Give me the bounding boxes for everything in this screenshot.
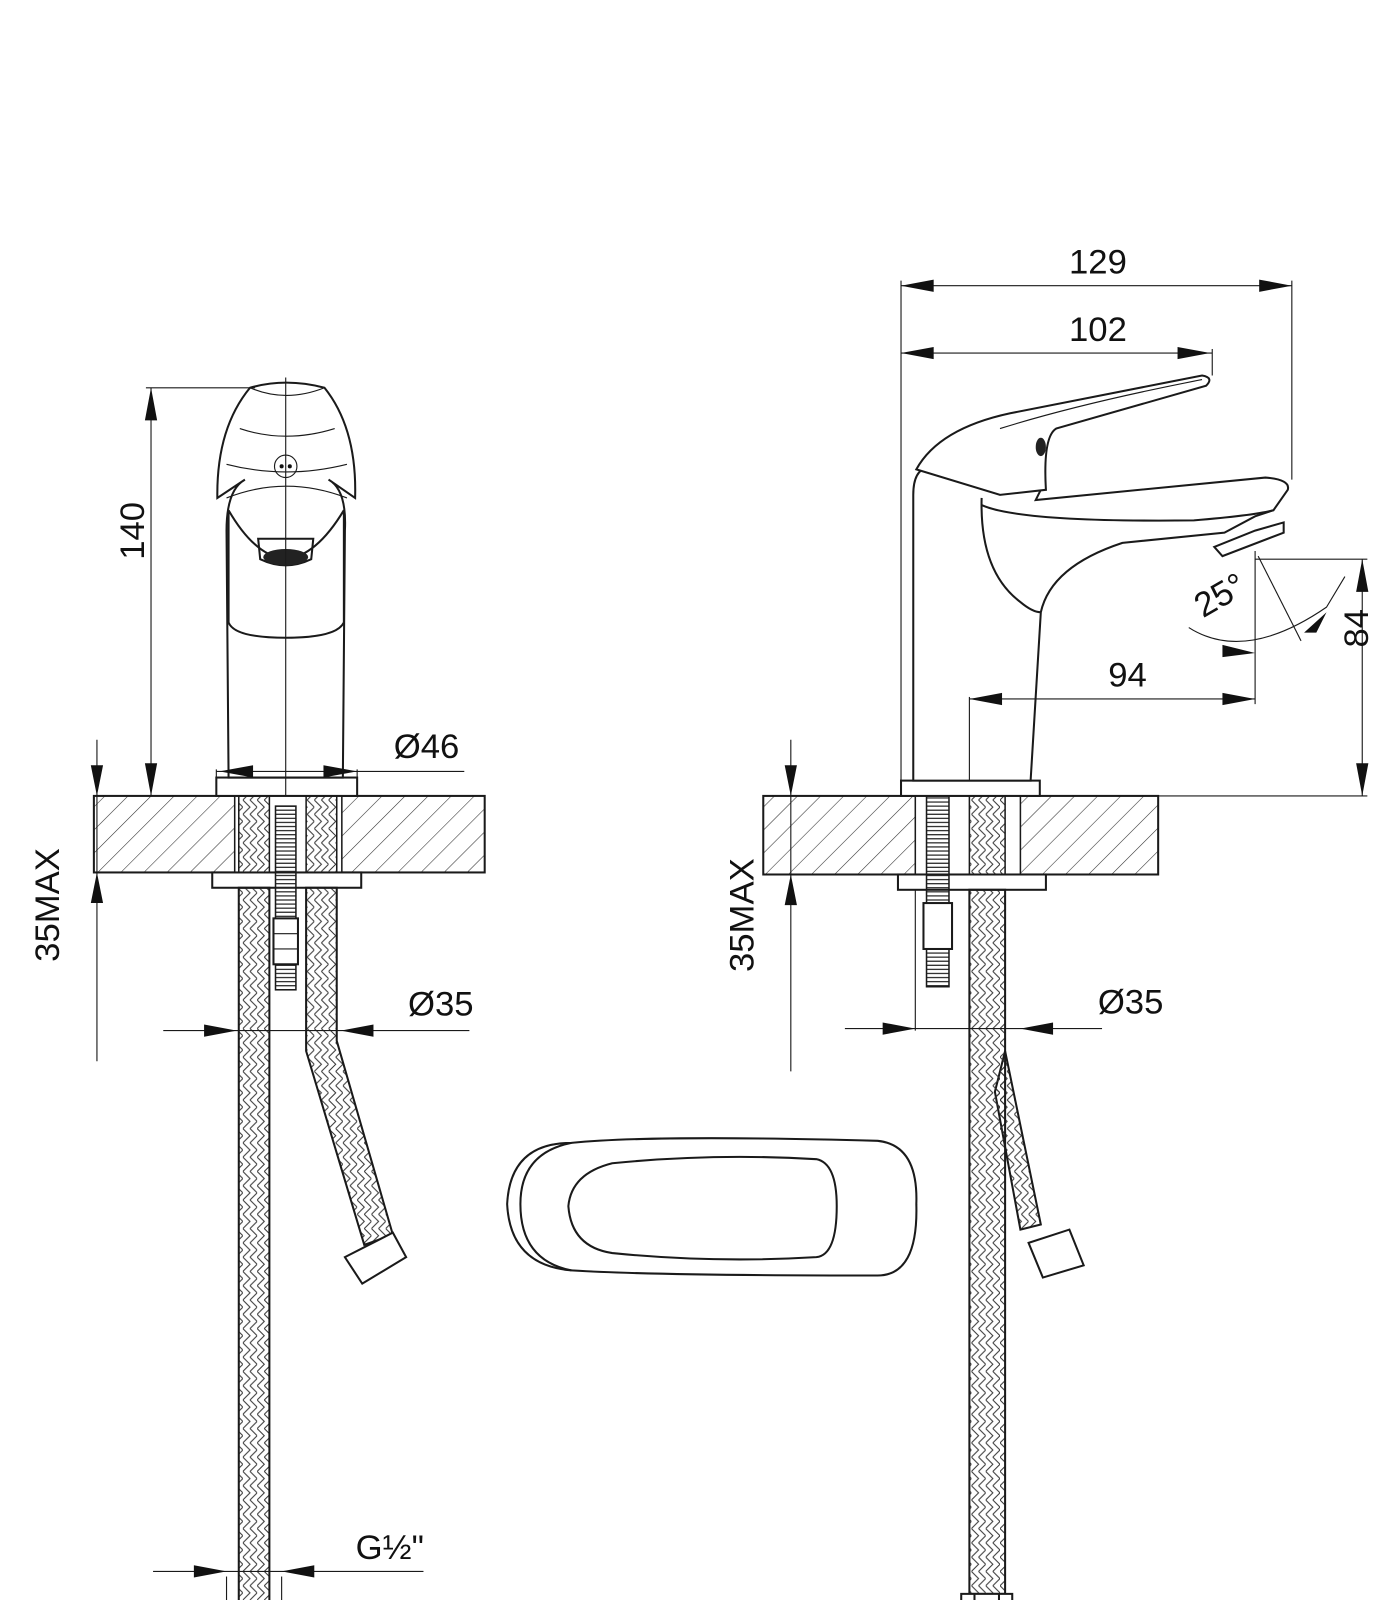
dim-spout-height: 84 (1338, 609, 1376, 648)
dim-spout-reach: 94 (1108, 657, 1147, 695)
dim-overall-length: 129 (1069, 243, 1127, 281)
dim-connection-thread: G½" (356, 1529, 424, 1567)
hose-nut-rear (1027, 1228, 1086, 1279)
flexible-hose-right (305, 886, 395, 1247)
dim-base-diameter: Ø46 (394, 728, 460, 766)
front-view: 140 Ø46 35MAX Ø35 G½" (29, 377, 486, 1600)
dim-max-thickness-side: 35MAX (724, 858, 762, 972)
faucet-body-side (912, 466, 1290, 782)
flexible-hose-left (237, 886, 271, 1600)
lower-mounting-plate (896, 873, 1047, 891)
handle-pivot-screw-icon (1035, 437, 1046, 457)
mounting-nut (922, 902, 954, 950)
base-plate (900, 779, 1041, 797)
dim-hole-diameter-front: Ø35 (408, 985, 474, 1023)
lever-handle (914, 374, 1211, 496)
dim-height-140: 140 (114, 502, 152, 560)
dim-hole-diameter-side: Ø35 (1098, 983, 1164, 1021)
mounting-nut (272, 917, 299, 966)
lever-top-view (506, 1137, 918, 1277)
dim-spout-angle: 25° (1188, 566, 1252, 625)
base-plate (215, 776, 359, 797)
dim-max-thickness-front: 35MAX (29, 848, 67, 962)
side-view: 129 102 94 84 25° 35MAX Ø35 (724, 243, 1376, 1600)
hose-nut-right (343, 1231, 408, 1286)
dim-lever-length: 102 (1069, 311, 1127, 349)
flexible-hose-front (968, 888, 1007, 1595)
hose-nut-front (960, 1592, 1014, 1600)
spout-aerator (1212, 521, 1285, 558)
